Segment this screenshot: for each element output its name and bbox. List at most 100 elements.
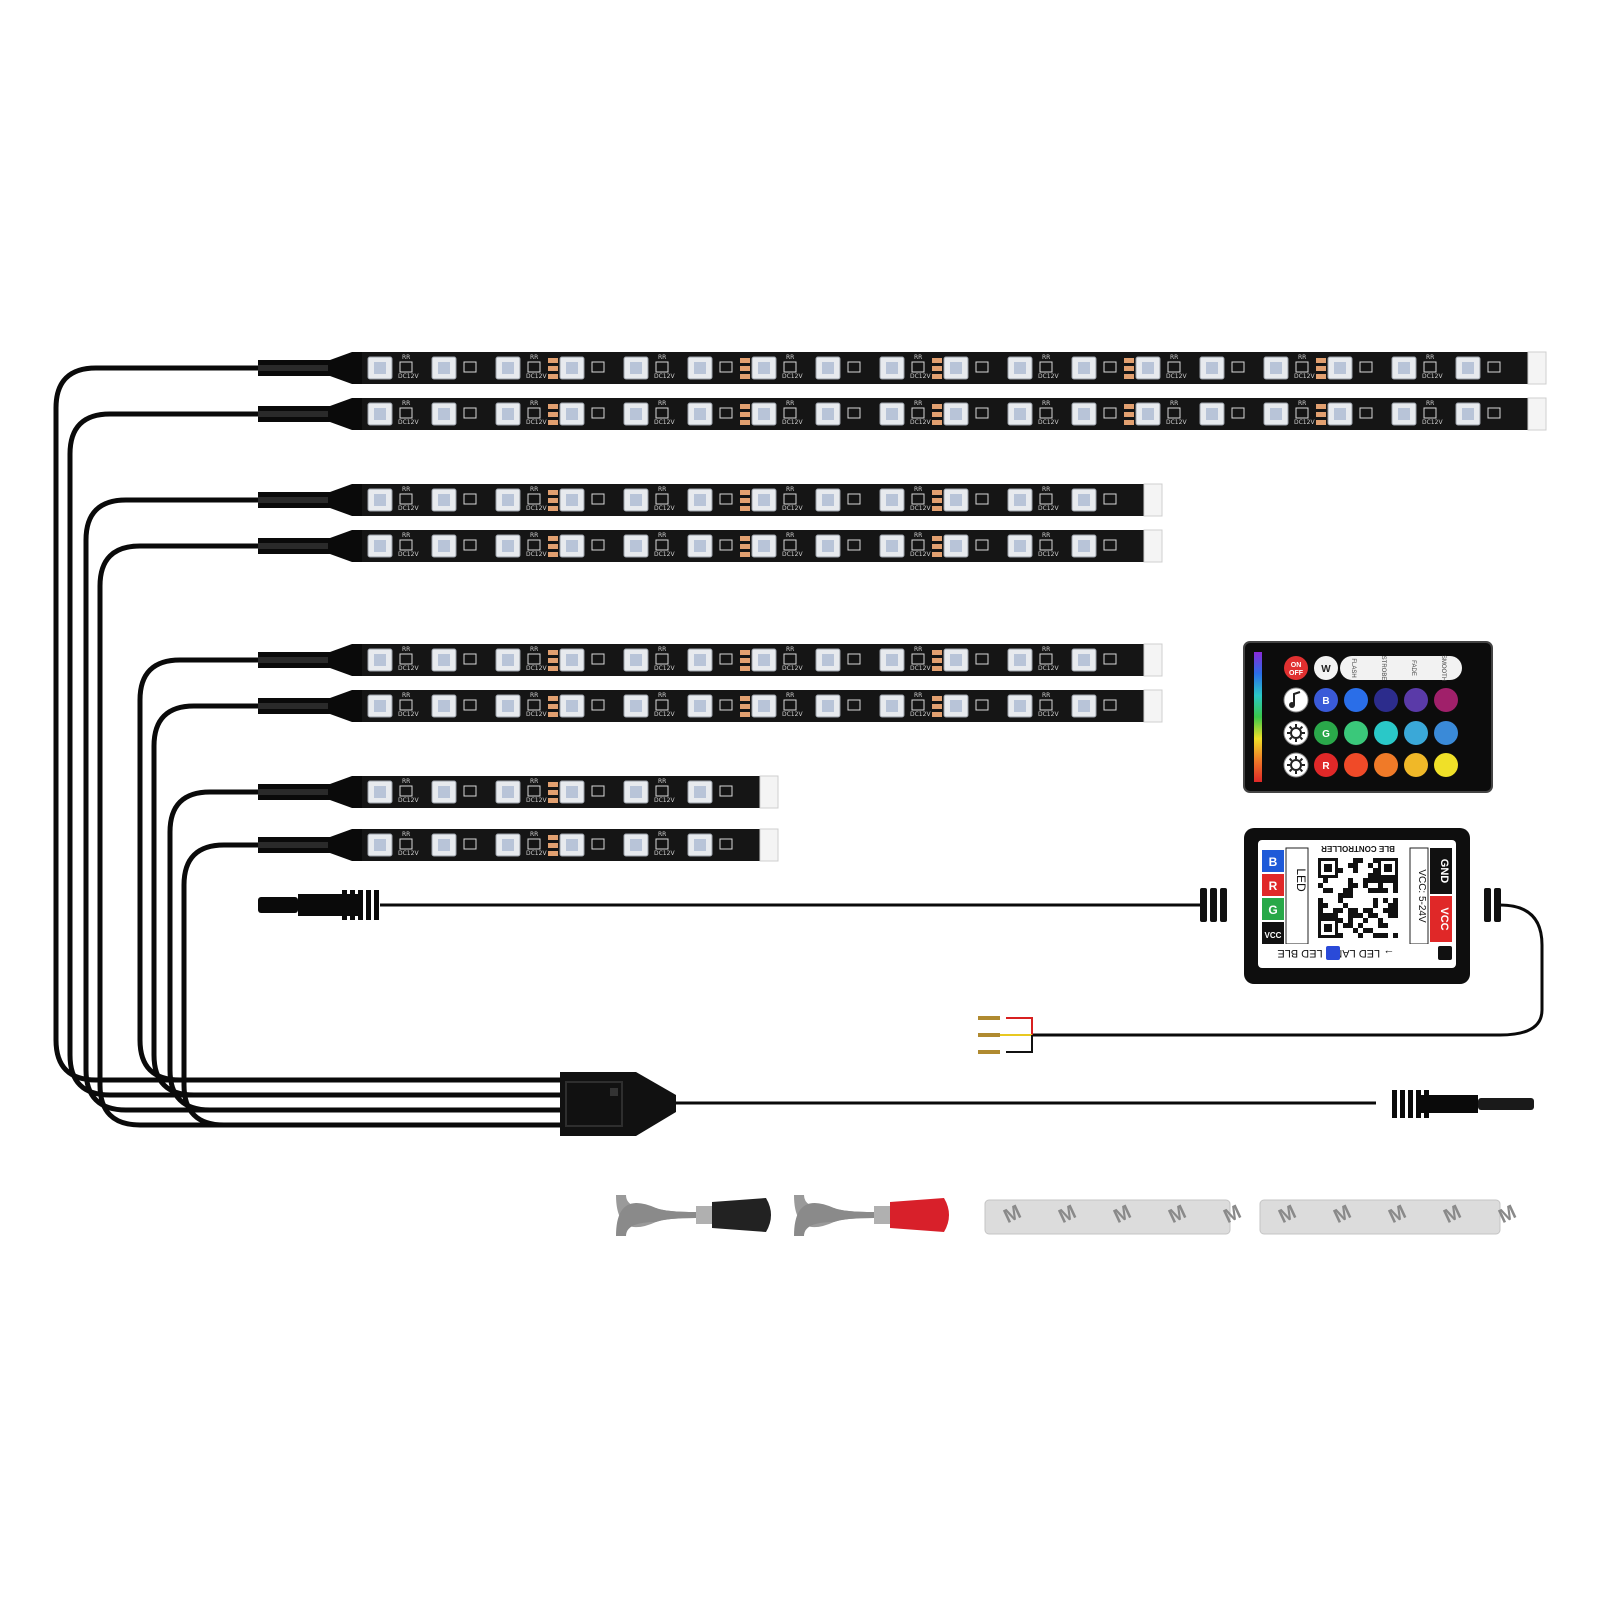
- led-lens: [374, 408, 386, 420]
- tape-body: [1259, 1199, 1501, 1235]
- voltage-label: DC12V: [1422, 373, 1443, 380]
- splitter-panel: [565, 1081, 623, 1127]
- connector-ridge: [258, 543, 328, 549]
- qr-module: [1348, 878, 1353, 883]
- pad-label: RR: [530, 831, 538, 838]
- resistor-pad: [1039, 699, 1053, 711]
- qr-module: [1378, 878, 1383, 883]
- resistor-pad: [911, 653, 925, 665]
- resistor-pad: [399, 699, 413, 711]
- qr-module: [1358, 913, 1363, 918]
- remote-button: [1284, 656, 1308, 680]
- resistor-pad: [655, 493, 669, 505]
- remote-button: [1434, 688, 1458, 712]
- qr-module: [1323, 888, 1328, 893]
- solder-pad: [548, 536, 558, 541]
- solder-pad: [740, 544, 750, 549]
- solder-pad: [548, 420, 558, 425]
- led-lens: [694, 540, 706, 552]
- gear-tooth: [1288, 725, 1293, 730]
- gear-tooth: [1288, 768, 1293, 773]
- solder-pad: [932, 412, 942, 417]
- strip-cable: [167, 789, 560, 1113]
- qr-module: [1323, 878, 1328, 883]
- led-lens: [758, 408, 770, 420]
- resistor-pad: [847, 653, 861, 665]
- voltage-label: DC12V: [1038, 373, 1059, 380]
- solder-pad: [548, 650, 558, 655]
- led-lens: [1014, 700, 1026, 712]
- splitter-notch: [610, 1088, 618, 1096]
- solder-pad: [740, 704, 750, 709]
- resistor-pad: [1295, 361, 1309, 373]
- pad-label: RR: [786, 646, 794, 653]
- resistor-pad: [463, 361, 477, 373]
- pin-r-block: [1262, 874, 1284, 896]
- pad-label: RR: [402, 532, 410, 539]
- terminal-fork-upper: [616, 1202, 696, 1236]
- strip-end-cap: [1143, 483, 1163, 517]
- qr-module: [1383, 888, 1388, 893]
- qr-module: [1368, 863, 1373, 868]
- led-lens: [950, 700, 962, 712]
- grommet: [1220, 888, 1227, 922]
- qr-module: [1373, 873, 1378, 878]
- qr-module: [1373, 868, 1378, 873]
- led-lens: [438, 700, 450, 712]
- resistor-pad: [1487, 407, 1501, 419]
- pad-label: RR: [914, 532, 922, 539]
- resistor-pad: [1039, 361, 1053, 373]
- qr-module: [1368, 913, 1373, 918]
- led-title: LED: [1294, 868, 1308, 892]
- power-cable: [1032, 903, 1544, 1037]
- led-lens: [502, 786, 514, 798]
- led-lens: [374, 700, 386, 712]
- qr-module: [1333, 908, 1338, 913]
- voltage-label: DC12V: [654, 373, 675, 380]
- bluetooth-icon: [1326, 946, 1340, 960]
- resistor-pad: [655, 407, 669, 419]
- voltage-label: DC12V: [398, 373, 419, 380]
- led-lens: [758, 494, 770, 506]
- led-lens: [886, 362, 898, 374]
- resistor-pad: [463, 493, 477, 505]
- mode-pill: [1340, 656, 1462, 680]
- led-lens: [822, 540, 834, 552]
- resistor-pad: [783, 361, 797, 373]
- led-lens: [438, 540, 450, 552]
- solder-pad: [932, 498, 942, 503]
- remote-button: [1344, 721, 1368, 745]
- solder-pad: [740, 552, 750, 557]
- remote-button-label: R: [1322, 761, 1330, 772]
- qr-module: [1393, 908, 1398, 913]
- qr-module: [1358, 923, 1363, 928]
- qr-module: [1383, 923, 1388, 928]
- pad-label: RR: [530, 646, 538, 653]
- led-lens: [1078, 654, 1090, 666]
- solder-pad: [548, 843, 558, 848]
- solder-pad: [932, 366, 942, 371]
- led-lens: [566, 362, 578, 374]
- resistor-pad: [591, 653, 605, 665]
- solder-pad: [740, 366, 750, 371]
- resistor-pad: [1103, 699, 1117, 711]
- led-strip: DC12VRRDC12VRRDC12VRRDC12VRRDC12VRRDC12V…: [258, 351, 1547, 385]
- voltage-text: VCC: 5-24V: [1416, 869, 1427, 923]
- qr-module: [1348, 888, 1353, 893]
- resistor-pad: [399, 493, 413, 505]
- strip-end-cap: [1143, 529, 1163, 563]
- qr-module: [1373, 888, 1378, 893]
- qr-module: [1338, 898, 1343, 903]
- solder-pad: [1316, 420, 1326, 425]
- strip-cable: [97, 543, 560, 1128]
- solder-pad: [548, 404, 558, 409]
- led-lens: [502, 408, 514, 420]
- qr-module: [1343, 903, 1348, 908]
- led-lens: [502, 654, 514, 666]
- solder-pad: [548, 544, 558, 549]
- solder-pad: [740, 490, 750, 495]
- pad-label: RR: [530, 778, 538, 785]
- voltage-label: DC12V: [910, 373, 931, 380]
- voltage-label: DC12V: [1038, 551, 1059, 558]
- qr-module: [1338, 893, 1343, 898]
